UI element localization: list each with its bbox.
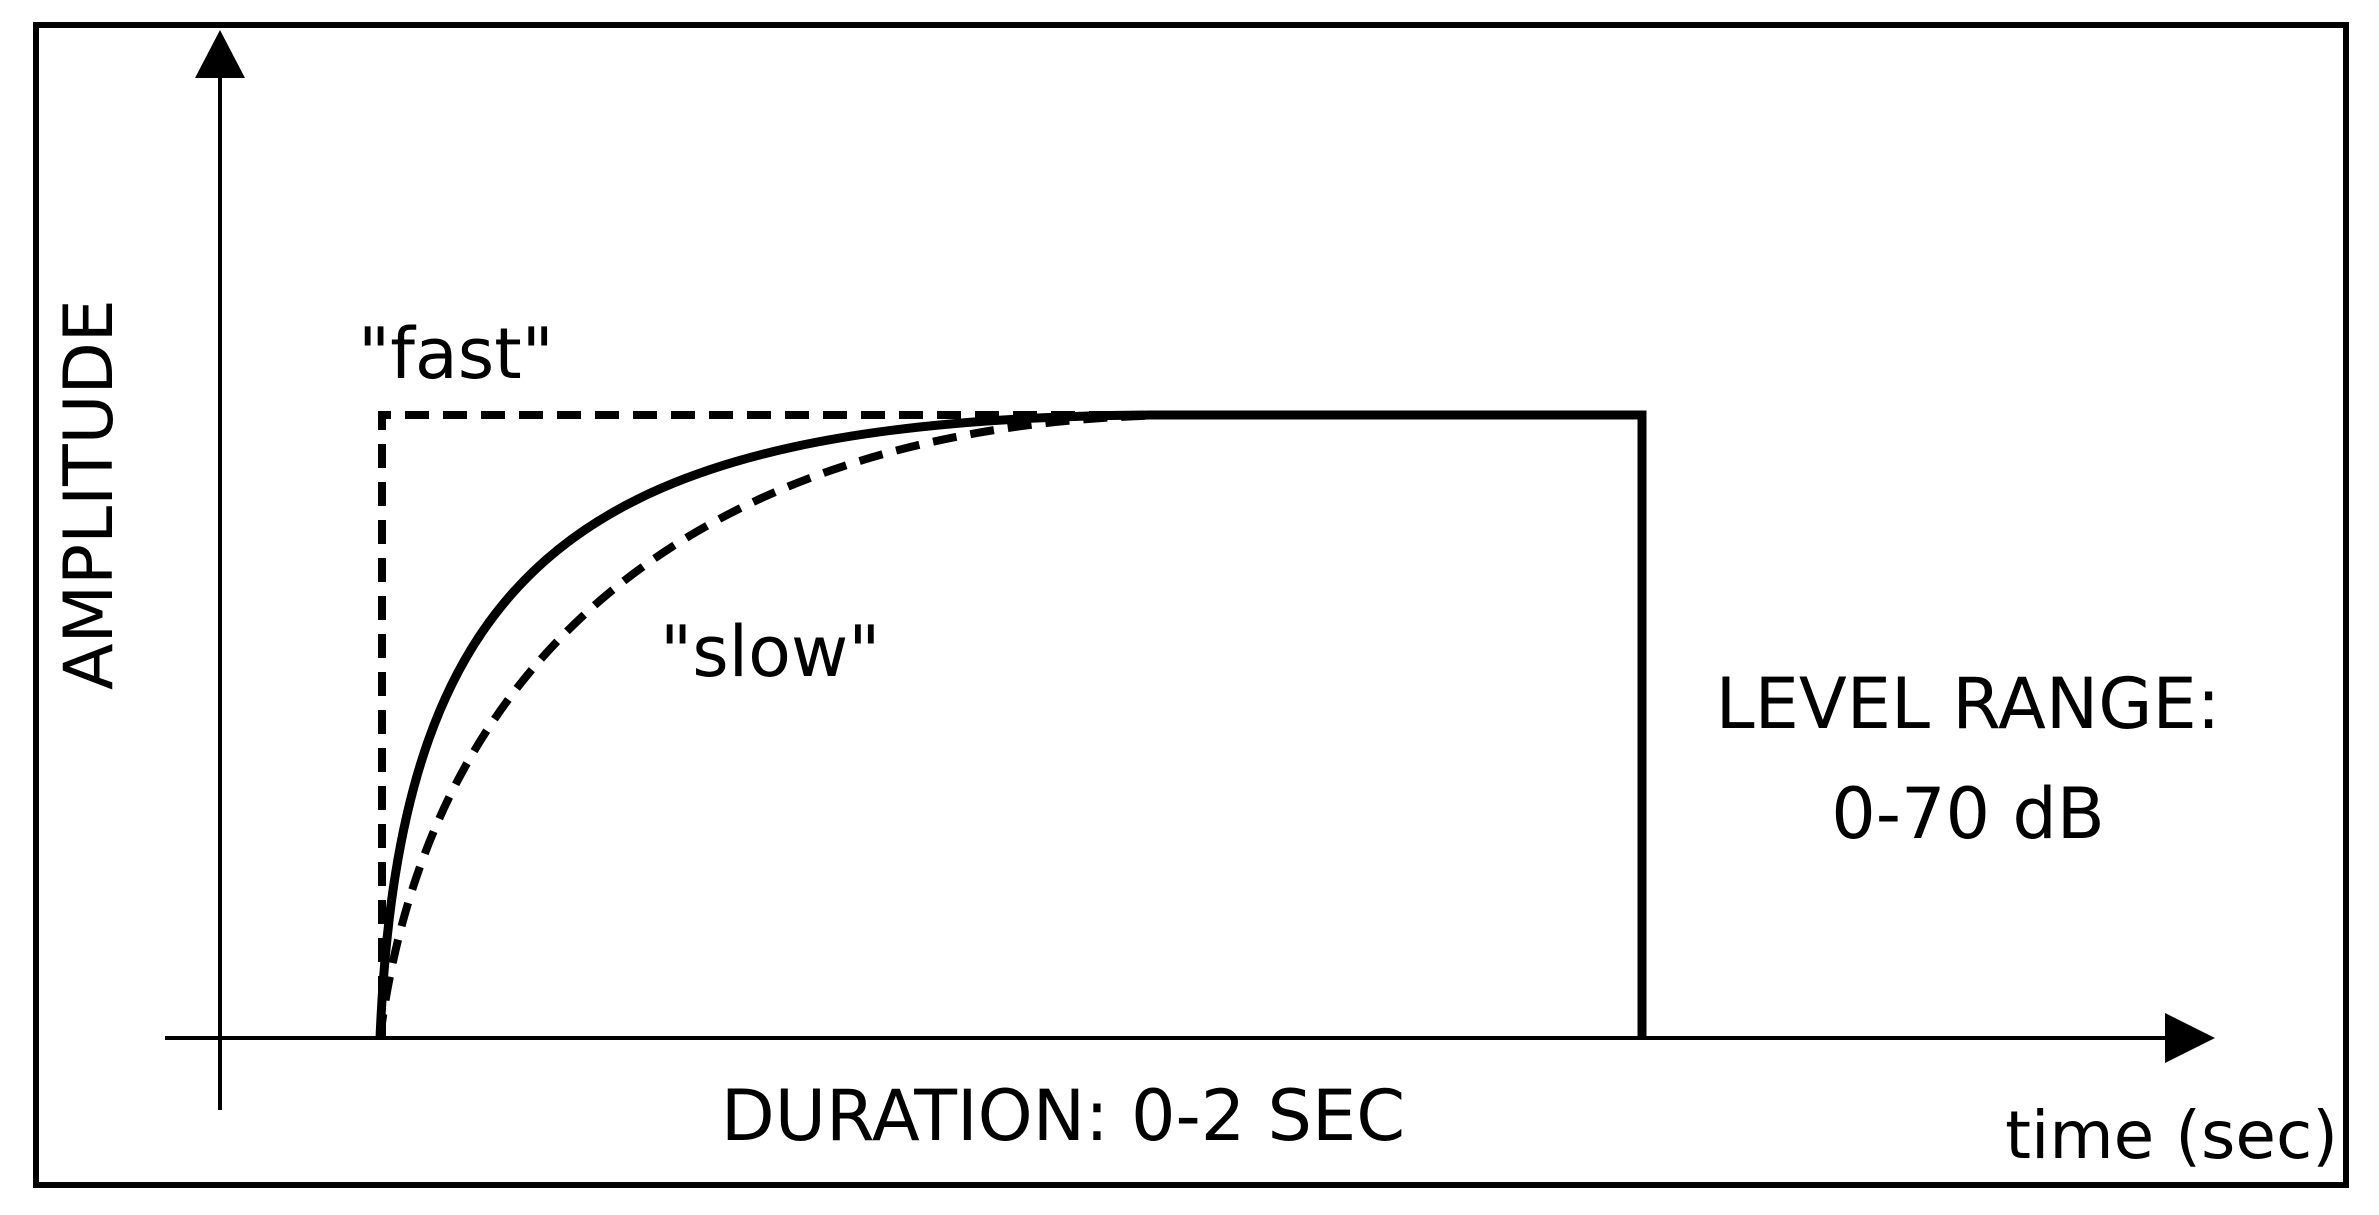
envelope-solid [375, 410, 1647, 1039]
y-axis-label: AMPLITUDE [50, 299, 129, 690]
y-axis-arrowhead [195, 30, 245, 78]
duration-label: DURATION: 0-2 SEC [721, 1075, 1405, 1157]
slow-envelope-dashed [376, 411, 1181, 1039]
fast-envelope-dashed [378, 411, 1640, 1038]
x-axis-label: time (sec) [2005, 1097, 2338, 1174]
x-axis-arrowhead [2165, 1013, 2215, 1063]
figure-frame [33, 22, 2349, 1188]
level-range-label-line1: LEVEL RANGE: [1716, 663, 2221, 745]
fast-label: "fast" [358, 313, 554, 395]
slow-label: "slow" [660, 611, 880, 693]
level-range-label-line2: 0-70 dB [1831, 773, 2105, 855]
